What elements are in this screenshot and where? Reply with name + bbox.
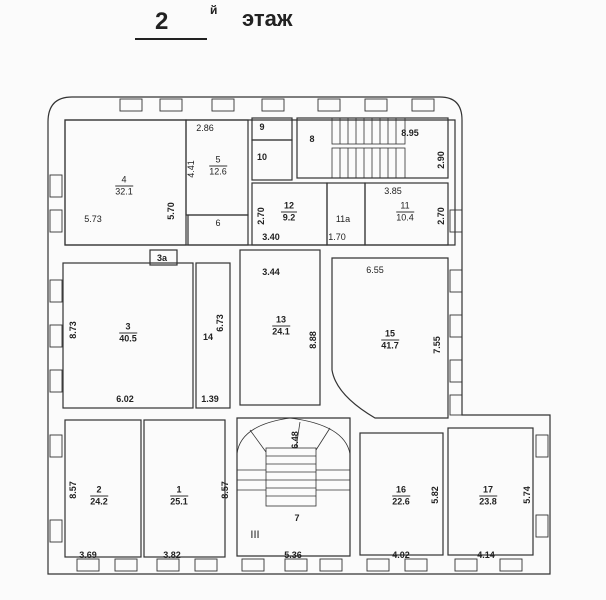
dim-label: 6.02 xyxy=(116,394,134,404)
room-9-tag: 9 xyxy=(259,122,265,132)
dim-label: 2.70 xyxy=(256,207,266,225)
room-13-outline xyxy=(239,249,321,406)
dim-label: 8.57 xyxy=(220,481,230,499)
dim-label: 5.73 xyxy=(84,214,102,224)
dim-label: 8.57 xyxy=(68,481,78,499)
dim-label: 1.39 xyxy=(201,394,219,404)
room-10-outline xyxy=(251,139,293,181)
dim-label: 6.55 xyxy=(366,265,384,275)
room-6-outline xyxy=(187,214,249,246)
floor-word: этаж xyxy=(242,6,293,31)
room-11a-tag: 11a xyxy=(335,214,351,224)
dim-label: 3.40 xyxy=(262,232,280,242)
room-2-outline xyxy=(64,419,142,558)
dim-label: 5.36 xyxy=(284,550,302,560)
spiral-stairs xyxy=(236,417,351,507)
room-17-outline xyxy=(447,427,534,556)
dim-label: 3.44 xyxy=(262,267,280,277)
stair-tag: III xyxy=(250,529,260,541)
dim-label: 3.69 xyxy=(79,550,97,560)
room-3a-outline xyxy=(149,249,178,266)
dim-label: 5.74 xyxy=(522,486,532,504)
dim-label: 8.73 xyxy=(68,321,78,339)
dim-label: 2.70 xyxy=(436,207,446,225)
floor-number: 2 xyxy=(155,8,169,35)
room-14-tag: 14 xyxy=(202,332,214,342)
room-8-tag: 8 xyxy=(309,134,315,144)
dim-label: 4.41 xyxy=(186,160,196,178)
room-16-outline xyxy=(359,432,444,556)
room-3a-tag: 3a xyxy=(156,253,168,263)
dim-label: 2.86 xyxy=(196,123,214,133)
dim-label: 3.85 xyxy=(384,186,402,196)
room-11-outline xyxy=(364,182,449,246)
dim-label: 6.73 xyxy=(215,314,225,332)
floor-suffix: й xyxy=(210,3,218,17)
windows xyxy=(49,98,549,572)
room-10-tag: 10 xyxy=(256,152,268,162)
dim-label: 8.95 xyxy=(401,128,419,138)
room-3-outline xyxy=(62,262,194,409)
dim-label: 1.70 xyxy=(328,232,346,242)
dim-label: 3.82 xyxy=(163,550,181,560)
stairs-8 xyxy=(331,117,406,179)
dim-label: 2.90 xyxy=(436,151,446,169)
dim-label: 7.55 xyxy=(432,336,442,354)
dim-label: 4.14 xyxy=(477,550,495,560)
room-15-outline xyxy=(331,257,449,419)
room-6-tag: 6 xyxy=(215,218,221,228)
room-14-outline xyxy=(195,262,231,409)
dim-label: 5.82 xyxy=(430,486,440,504)
dim-label: 8.88 xyxy=(308,331,318,349)
floor-underline xyxy=(135,38,207,40)
room-1-outline xyxy=(143,419,226,558)
dim-label: 6.48 xyxy=(290,431,300,449)
dim-label: 5.70 xyxy=(166,202,176,220)
dim-label: 4.02 xyxy=(392,550,410,560)
room-9-outline xyxy=(251,117,293,141)
room-7-tag: 7 xyxy=(294,513,300,523)
room-7-outline xyxy=(236,417,351,557)
